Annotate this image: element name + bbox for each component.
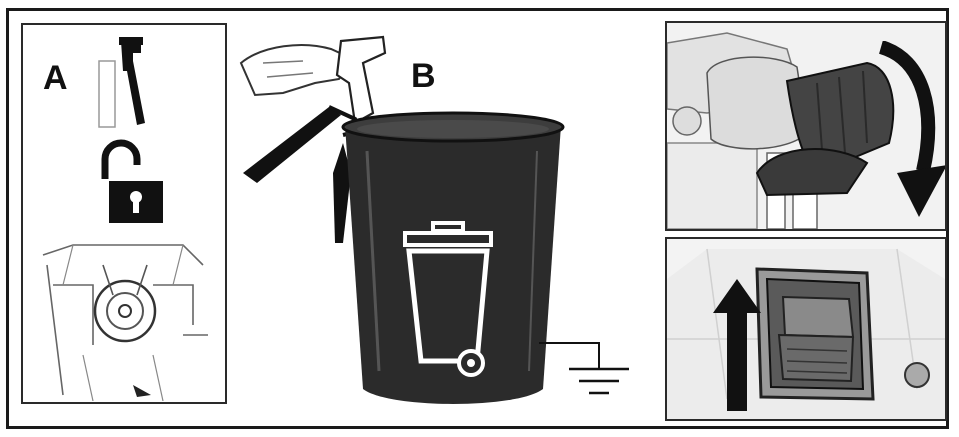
panel-a-label: A <box>43 59 68 97</box>
spray-gun-icon <box>98 37 145 128</box>
bucket <box>341 111 565 404</box>
clockwise-arrow-icon <box>878 41 945 217</box>
panel-c: C <box>665 21 947 231</box>
power-switch-icon <box>667 248 945 419</box>
panel-d: D <box>665 237 947 421</box>
waste-bin-icon <box>403 221 493 377</box>
up-arrow-icon <box>713 279 761 411</box>
spray-gun-into-bucket-icon <box>239 35 387 243</box>
panel-b: B <box>233 23 659 421</box>
panel-a: A <box>21 23 227 404</box>
unlock-padlock-icon <box>101 139 163 223</box>
prime-valve-knob-icon <box>667 23 899 229</box>
instruction-diagram: A B <box>6 8 949 429</box>
pressure-knob-icon <box>42 244 208 401</box>
ground-symbol-icon <box>539 342 629 395</box>
panel-b-label: B <box>411 57 436 95</box>
